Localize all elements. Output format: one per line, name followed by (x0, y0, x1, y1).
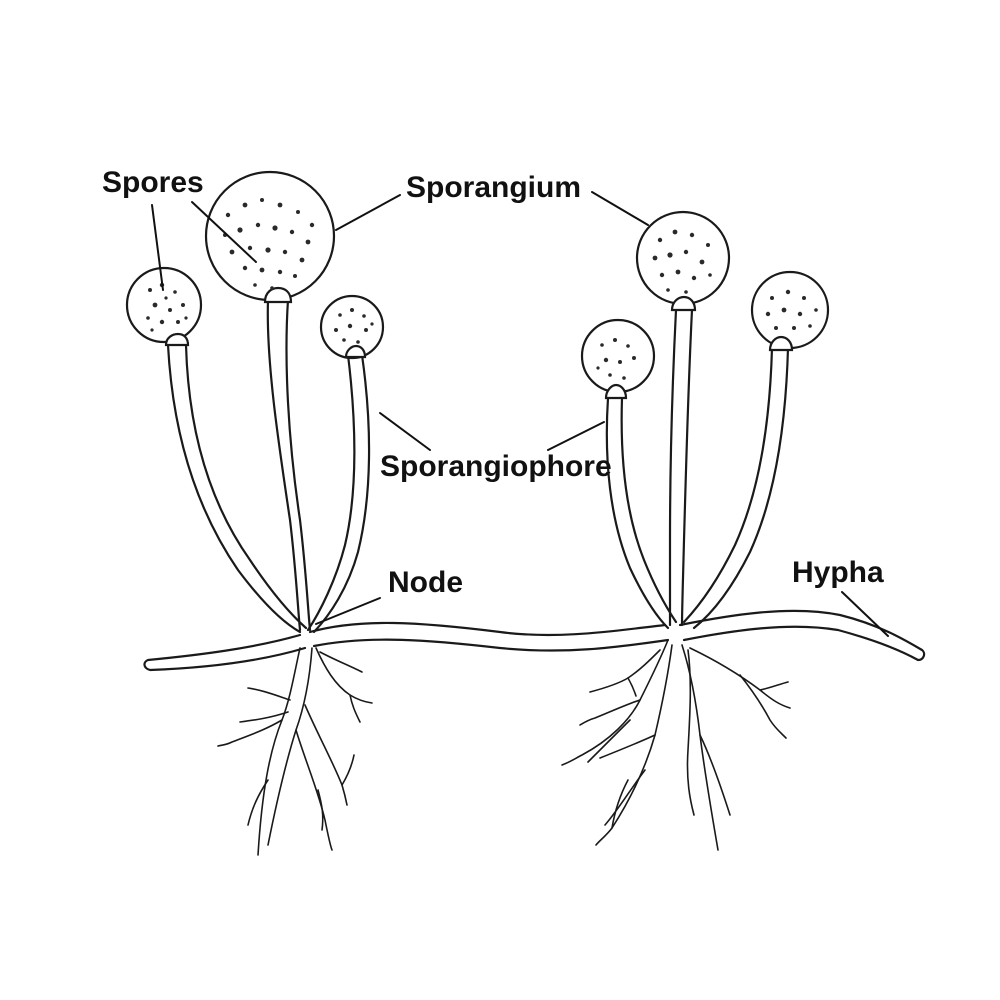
leader-node (315, 597, 381, 625)
leader-hypha (841, 591, 889, 637)
apophysis-left-1 (164, 332, 190, 347)
label-node: Node (388, 566, 463, 599)
spores-left (146, 198, 374, 344)
apophysis-left-3 (344, 344, 367, 359)
sporangiophore-left-3 (306, 353, 371, 634)
leader-spores-2 (191, 201, 257, 263)
sporangium-right-2 (635, 210, 731, 306)
leader-sporangiophore-right (547, 421, 605, 451)
sporangiophore-left-1 (166, 343, 308, 634)
sporangiophore-left-2 (266, 298, 312, 632)
apophysis-right-1 (604, 383, 628, 400)
rhizoids-right (561, 639, 791, 851)
leader-lines (151, 191, 889, 637)
sporangium-right-1 (580, 318, 656, 394)
sporangium-left-1 (125, 266, 203, 344)
label-hypha: Hypha (792, 556, 884, 589)
right-colony (561, 210, 926, 851)
rhizoids-left (217, 647, 373, 856)
label-spores: Spores (102, 166, 204, 199)
stolon-right (678, 609, 926, 662)
stolon-connecting (308, 621, 670, 652)
stolon-left (143, 633, 307, 672)
leader-sporangiophore-left (379, 412, 431, 451)
leader-sporangium-right (591, 191, 649, 226)
leader-spores-1 (151, 204, 164, 291)
sporangiophore-right-2 (668, 308, 694, 627)
apophysis-left-2 (263, 286, 293, 304)
label-sporangium: Sporangium (406, 171, 582, 204)
sporangiophore-right-1 (605, 396, 678, 630)
sporangiophore-right-3 (682, 346, 790, 630)
left-colony (125, 170, 385, 856)
apophysis-right-2 (670, 295, 697, 312)
leader-sporangium-left (335, 194, 401, 231)
label-sporangiophore: Sporangiophore (380, 450, 612, 483)
spores-right (596, 229, 818, 380)
apophysis-right-3 (768, 335, 794, 352)
